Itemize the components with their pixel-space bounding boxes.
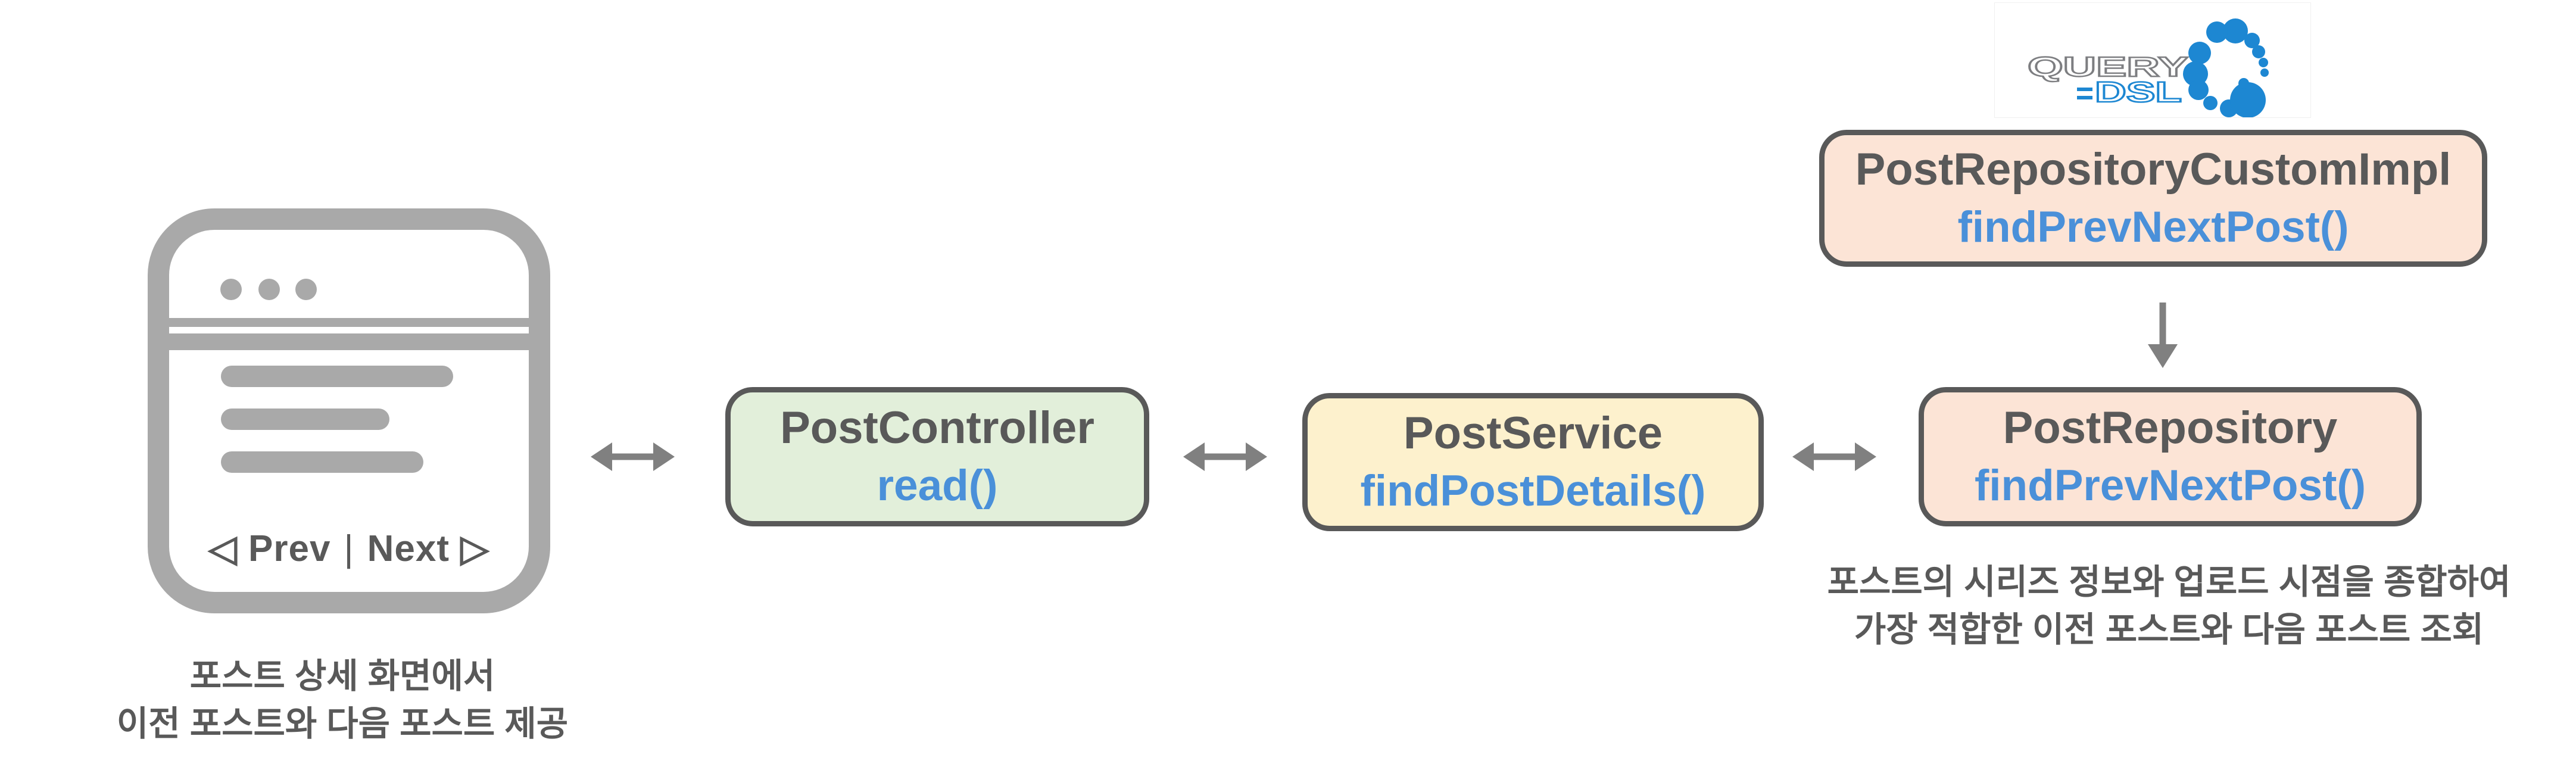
repository-caption: 포스트의 시리즈 정보와 업로드 시점을 종합하여 가장 적합한 이전 포스트와…: [1760, 559, 2576, 654]
querydsl-logo: QUERY DSL: [1994, 2, 2311, 118]
method-name: findPrevNextPost(): [1974, 461, 2366, 510]
repository-caption-line1: 포스트의 시리즈 정보와 업로드 시점을 종합하여: [1827, 563, 2511, 601]
method-name: findPostDetails(): [1360, 467, 1706, 515]
node-postrepository: PostRepository findPrevNextPost(): [1919, 387, 2422, 526]
addressbar-band: [169, 333, 529, 350]
querydsl-dots-icon: [2183, 18, 2269, 117]
content-line-placeholder: [221, 408, 389, 430]
method-name: findPrevNextPost(): [1957, 203, 2349, 251]
bidirectional-arrow-icon: [1182, 439, 1268, 478]
content-line-placeholder: [221, 366, 453, 387]
method-name: read(): [877, 461, 998, 510]
bidirectional-arrow-icon: [590, 439, 676, 478]
browser-caption: 포스트 상세 화면에서 이전 포스트와 다음 포스트 제공: [45, 653, 640, 748]
repository-caption-line2: 가장 적합한 이전 포스트와 다음 포스트 조회: [1854, 610, 2484, 649]
node-postservice: PostService findPostDetails(): [1302, 393, 1764, 531]
nav-divider: |: [344, 528, 354, 569]
next-label: Next ▷: [367, 528, 489, 569]
class-name: PostController: [780, 403, 1094, 453]
class-name: PostService: [1403, 408, 1663, 459]
node-postrepositorycustomimpl: PostRepositoryCustomImpl findPrevNextPos…: [1819, 130, 2487, 267]
node-postcontroller: PostController read(): [725, 387, 1149, 526]
querydsl-wordmark-dsl: DSL: [2095, 77, 2182, 108]
window-dot-icon: [295, 279, 317, 300]
dsl-bar-icon: [2077, 96, 2092, 99]
titlebar-divider: [169, 318, 529, 327]
dsl-bar-icon: [2077, 88, 2092, 91]
browser-caption-line2: 이전 포스트와 다음 포스트 제공: [116, 704, 569, 743]
down-arrow-icon: [2144, 301, 2182, 373]
window-dot-icon: [220, 279, 242, 300]
window-dot-icon: [258, 279, 280, 300]
browser-caption-line1: 포스트 상세 화면에서: [189, 657, 495, 696]
browser-window-icon: ◁ Prev | Next ▷: [148, 208, 550, 613]
content-line-placeholder: [221, 451, 423, 473]
querydsl-wordmark-query: QUERY: [2028, 51, 2188, 82]
prev-label: ◁ Prev: [208, 528, 331, 569]
class-name: PostRepositoryCustomImpl: [1855, 144, 2452, 195]
class-name: PostRepository: [2003, 403, 2338, 453]
prev-next-nav: ◁ Prev | Next ▷: [169, 526, 529, 570]
bidirectional-arrow-icon: [1791, 439, 1878, 478]
